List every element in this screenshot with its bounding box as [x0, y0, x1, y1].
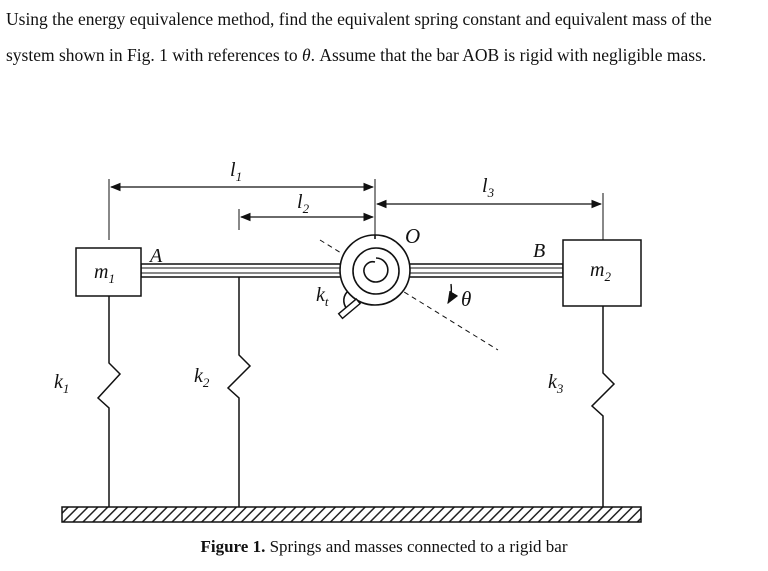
label-k2: k2 [194, 365, 210, 390]
label-B: B [533, 240, 545, 262]
rotation-reference-line [319, 239, 499, 351]
label-theta: θ [461, 287, 471, 311]
caption-label: Figure 1. [200, 537, 266, 556]
spring-k1 [96, 296, 122, 507]
problem-statement: Using the energy equivalence method, fin… [6, 2, 762, 73]
label-m2: m2 [590, 259, 611, 284]
problem-text-before: Using the energy equivalence method, fin… [6, 9, 712, 65]
label-k3: k3 [548, 371, 564, 396]
label-m1: m1 [94, 261, 115, 286]
label-A: A [148, 245, 163, 267]
spring-k3 [590, 306, 616, 507]
figure-caption: Figure 1. Springs and masses connected t… [0, 537, 768, 557]
spring-k2 [226, 277, 252, 507]
mass-m2 [562, 239, 642, 307]
label-k1: k1 [54, 371, 69, 396]
label-O: O [405, 224, 420, 248]
problem-text-after: . Assume that the bar AOB is rigid with … [310, 44, 707, 65]
ground-hatched [61, 506, 642, 523]
problem-theta-symbol: θ [302, 44, 311, 65]
label-l3: l3 [482, 175, 495, 200]
label-kt: kt [316, 284, 329, 309]
torsional-spring-kt [337, 234, 411, 320]
label-l1: l1 [230, 159, 242, 184]
label-l2: l2 [297, 191, 310, 216]
theta-rotation-arrow [447, 283, 459, 305]
caption-text: Springs and masses connected to a rigid … [265, 537, 568, 556]
